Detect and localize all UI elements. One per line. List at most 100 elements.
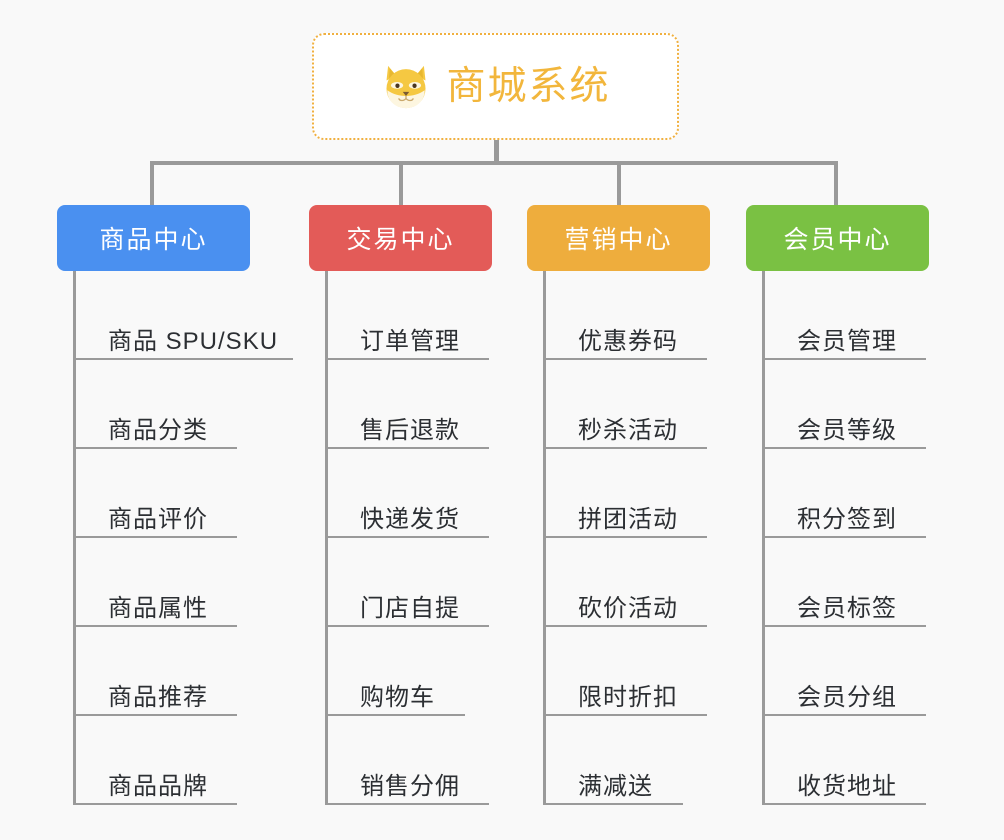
column-spine: [762, 271, 765, 805]
list-item[interactable]: 销售分佣: [327, 716, 492, 805]
leaf-underline: [764, 803, 926, 805]
category-header-trade[interactable]: 交易中心: [309, 205, 492, 271]
list-item[interactable]: 会员管理: [764, 271, 929, 360]
list-item[interactable]: 订单管理: [327, 271, 492, 360]
list-item-label: 购物车: [360, 684, 435, 711]
column-spine: [325, 271, 328, 805]
leaf-underline: [545, 625, 707, 627]
leaf-underline: [75, 358, 293, 360]
leaf-underline: [75, 536, 237, 538]
list-item-label: 销售分佣: [360, 773, 460, 800]
category-header-product[interactable]: 商品中心: [57, 205, 250, 271]
list-item-label: 门店自提: [360, 595, 460, 622]
list-item-label: 秒杀活动: [578, 417, 678, 444]
list-item-label: 快递发货: [360, 506, 460, 533]
list-item-label: 商品评价: [108, 506, 208, 533]
list-item[interactable]: 会员分组: [764, 627, 929, 716]
list-item[interactable]: 商品分类: [75, 360, 290, 449]
list-item-label: 商品属性: [108, 595, 208, 622]
list-item[interactable]: 商品品牌: [75, 716, 290, 805]
leaf-underline: [75, 447, 237, 449]
connector-root-stem: [494, 140, 499, 164]
list-item[interactable]: 商品推荐: [75, 627, 290, 716]
leaf-underline: [545, 536, 707, 538]
leaf-list-trade: 订单管理 售后退款 快递发货 门店自提 购物车 销售分佣: [325, 271, 492, 805]
category-column-product: 商品中心 商品 SPU/SKU 商品分类 商品评价 商品属性 商品推荐: [57, 205, 293, 805]
leaf-underline: [327, 358, 489, 360]
category-header-member[interactable]: 会员中心: [746, 205, 929, 271]
category-column-marketing: 营销中心 优惠券码 秒杀活动 拼团活动 砍价活动 限时折扣: [527, 205, 710, 805]
leaf-underline: [327, 625, 489, 627]
leaf-list-product: 商品 SPU/SKU 商品分类 商品评价 商品属性 商品推荐 商品品牌: [73, 271, 293, 805]
list-item[interactable]: 商品属性: [75, 538, 290, 627]
leaf-underline: [764, 536, 926, 538]
list-item[interactable]: 商品评价: [75, 449, 290, 538]
leaf-underline: [545, 803, 683, 805]
leaf-underline: [764, 625, 926, 627]
leaf-underline: [75, 803, 237, 805]
category-header-label: 交易中心: [346, 226, 455, 254]
connector-drop-4: [834, 161, 838, 205]
list-item-label: 限时折扣: [578, 684, 678, 711]
leaf-underline: [75, 714, 237, 716]
category-header-label: 商品中心: [99, 226, 208, 254]
list-item[interactable]: 收货地址: [764, 716, 929, 805]
list-item-label: 会员管理: [797, 328, 897, 355]
list-item[interactable]: 限时折扣: [545, 627, 710, 716]
category-column-member: 会员中心 会员管理 会员等级 积分签到 会员标签 会员分组: [746, 205, 929, 805]
list-item[interactable]: 满减送: [545, 716, 710, 805]
list-item[interactable]: 快递发货: [327, 449, 492, 538]
list-item-label: 商品分类: [108, 417, 208, 444]
list-item[interactable]: 砍价活动: [545, 538, 710, 627]
category-header-marketing[interactable]: 营销中心: [527, 205, 710, 271]
list-item-label: 拼团活动: [578, 506, 678, 533]
list-item[interactable]: 拼团活动: [545, 449, 710, 538]
leaf-underline: [327, 447, 489, 449]
list-item-label: 会员等级: [797, 417, 897, 444]
leaf-underline: [764, 358, 926, 360]
list-item-label: 积分签到: [797, 506, 897, 533]
category-header-label: 会员中心: [783, 226, 892, 254]
root-title: 商城系统: [446, 65, 611, 108]
list-item[interactable]: 优惠券码: [545, 271, 710, 360]
list-item-label: 会员分组: [797, 684, 897, 711]
leaf-underline: [545, 714, 707, 716]
leaf-underline: [327, 803, 489, 805]
category-header-label: 营销中心: [564, 226, 673, 254]
list-item-label: 收货地址: [797, 773, 897, 800]
leaf-underline: [545, 358, 707, 360]
shiba-dog-icon: [386, 65, 426, 108]
list-item-label: 商品推荐: [108, 684, 208, 711]
list-item[interactable]: 门店自提: [327, 538, 492, 627]
root-node[interactable]: 商城系统: [312, 33, 679, 140]
list-item-label: 满减送: [578, 773, 653, 800]
connector-drop-1: [150, 161, 154, 205]
list-item[interactable]: 秒杀活动: [545, 360, 710, 449]
leaf-underline: [75, 625, 237, 627]
list-item[interactable]: 购物车: [327, 627, 492, 716]
connector-horizontal-bus: [150, 161, 838, 165]
list-item[interactable]: 售后退款: [327, 360, 492, 449]
column-spine: [73, 271, 76, 805]
list-item-label: 砍价活动: [578, 595, 678, 622]
list-item-label: 商品品牌: [108, 773, 208, 800]
list-item[interactable]: 会员等级: [764, 360, 929, 449]
list-item-label: 售后退款: [360, 417, 460, 444]
list-item[interactable]: 会员标签: [764, 538, 929, 627]
leaf-underline: [764, 447, 926, 449]
category-column-trade: 交易中心 订单管理 售后退款 快递发货 门店自提 购物车: [309, 205, 492, 805]
column-spine: [543, 271, 546, 805]
leaf-underline: [545, 447, 707, 449]
list-item-label: 订单管理: [360, 328, 460, 355]
list-item[interactable]: 商品 SPU/SKU: [75, 271, 293, 360]
connector-drop-3: [617, 161, 621, 205]
leaf-underline: [327, 536, 489, 538]
connector-drop-2: [399, 161, 403, 205]
leaf-list-member: 会员管理 会员等级 积分签到 会员标签 会员分组 收货地址: [762, 271, 929, 805]
list-item-label: 商品 SPU/SKU: [108, 328, 279, 355]
list-item-label: 会员标签: [797, 595, 897, 622]
leaf-underline: [327, 714, 465, 716]
leaf-list-marketing: 优惠券码 秒杀活动 拼团活动 砍价活动 限时折扣 满减送: [543, 271, 710, 805]
list-item[interactable]: 积分签到: [764, 449, 929, 538]
